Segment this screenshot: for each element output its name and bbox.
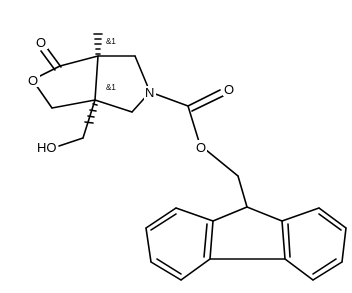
nitrogen-label: N	[145, 85, 154, 100]
stereo-annotations: &1 &1	[106, 37, 116, 92]
bond-c3-c3a	[51, 99, 96, 109]
ester-carbonyl-oxygen-label: O	[224, 82, 234, 97]
left-ring-bond-5	[180, 258, 211, 281]
bond-ch2-c9	[237, 175, 248, 208]
left-ring-bond-6	[209, 220, 214, 260]
bond-n5-ccarbamate	[149, 91, 189, 107]
bond-c3a-c6a	[94, 55, 99, 101]
ester-oxygen-label: O	[196, 140, 206, 155]
hydroxymethyl-bonds	[58, 99, 96, 147]
left-ring-double-2	[156, 258, 182, 275]
bond-c1-o-double-a	[46, 47, 62, 68]
stereo-label-c3a: &1	[106, 83, 116, 92]
bond-ccarbamate-o-double-a	[187, 89, 221, 107]
fluorene-bonds	[145, 206, 347, 281]
bond-c4-c3a	[94, 99, 133, 113]
bond-c9-c9a	[212, 206, 248, 222]
carbamate-bonds	[149, 89, 248, 208]
right-ring-bond-5	[284, 258, 314, 281]
carbonyl-oxygen-label: O	[36, 35, 46, 50]
stereo-hash-bond-c6a-h	[93, 33, 103, 55]
atom-labels: O O N O O HO	[27, 35, 235, 155]
right-ring-double-1	[318, 213, 342, 231]
right-ring-bond-1	[281, 207, 320, 222]
bond-c3a-ch2oh	[82, 99, 96, 139]
left-ring-bond-4	[150, 261, 182, 281]
left-ring-double-3	[203, 223, 208, 258]
right-ring-bond-3	[341, 227, 347, 263]
bond-c1-c6a	[59, 55, 99, 67]
lactone-ring-bonds	[35, 47, 99, 109]
left-ring-bond-2	[145, 207, 177, 229]
bond-o2-c3	[35, 84, 53, 109]
bond-ch2-oh	[58, 137, 84, 147]
left-ring-bond-3	[145, 227, 152, 263]
ring-oxygen-label: O	[28, 73, 38, 88]
stereo-label-c6a: &1	[106, 37, 116, 46]
bond-c9-c8a	[246, 206, 283, 222]
bond-ccarbamate-o-double-b	[191, 95, 224, 112]
right-ring-double-3	[287, 223, 291, 258]
stereo-hash-bond-c3a-ch2oh	[84, 103, 98, 124]
left-ring-bond-1	[175, 207, 214, 222]
bond-ccarbamate-oester	[187, 105, 201, 146]
left-ring-double-1	[150, 213, 177, 231]
right-ring-bond-2	[318, 207, 347, 229]
pyrrolidine-ring-bonds	[94, 55, 151, 113]
bond-c1-o-double-b	[40, 50, 56, 71]
hydroxyl-label: HO	[37, 140, 57, 155]
right-ring-double-2	[312, 258, 337, 275]
right-ring-bond-6	[281, 220, 286, 260]
right-ring-bond-4	[312, 261, 343, 281]
